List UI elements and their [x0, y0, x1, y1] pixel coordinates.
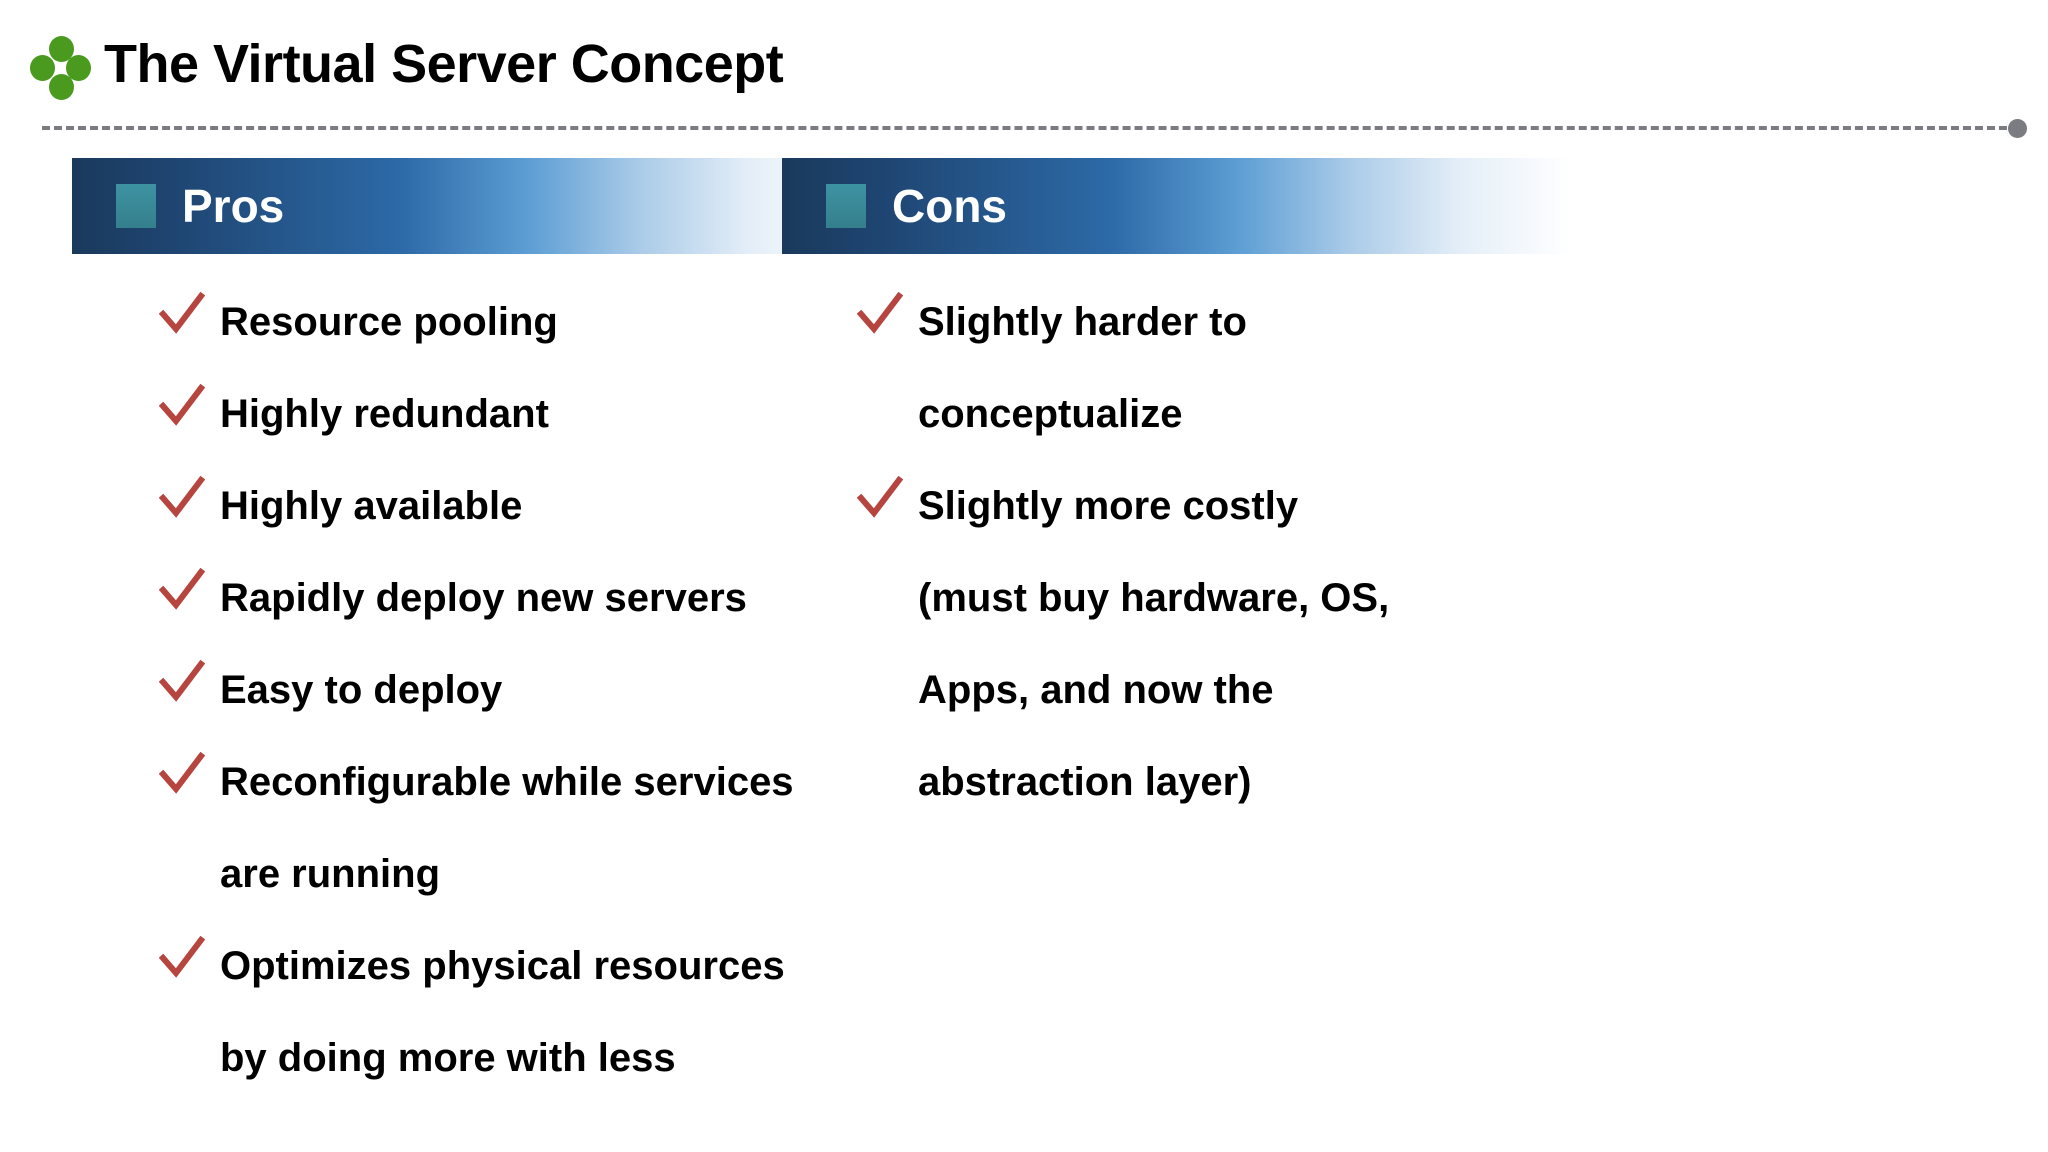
rule-end-dot-icon — [2008, 119, 2027, 138]
four-dot-clover-icon — [28, 33, 91, 100]
list-item: Highly redundant — [72, 368, 1012, 460]
bullet-list-cons: Slightly harder to conceptualize Slightl… — [782, 276, 1722, 828]
divider — [0, 118, 2048, 138]
slide-title-row: The Virtual Server Concept — [0, 22, 2048, 106]
red-checkmark-icon — [156, 476, 208, 520]
dashed-rule-icon — [42, 126, 2019, 130]
bullet-list-pros: Resource pooling Highly redundant Highly… — [72, 276, 1012, 1104]
list-item-continuation: are running — [72, 828, 1012, 920]
columns-container: Pros Resource pooling Highly redundant — [0, 158, 2048, 1148]
spacer-icon — [854, 568, 906, 612]
red-checkmark-icon — [156, 384, 208, 428]
column-header-label: Cons — [892, 180, 1007, 232]
spacer-icon — [156, 844, 208, 888]
list-item: Highly available — [72, 460, 1012, 552]
column-header-label: Pros — [182, 180, 285, 232]
list-item-text: are running — [220, 852, 441, 896]
column-cons: Cons Slightly harder to conceptualize — [782, 158, 1722, 828]
red-checkmark-icon — [156, 936, 208, 980]
column-pros: Pros Resource pooling Highly redundant — [72, 158, 1012, 1104]
spacer-icon — [156, 1028, 208, 1072]
red-checkmark-icon — [156, 660, 208, 704]
list-item-continuation: by doing more with less — [72, 1012, 1012, 1104]
list-item-text: Resource pooling — [220, 300, 558, 344]
list-item: Easy to deploy — [72, 644, 1012, 736]
list-item-text: Rapidly deploy new servers — [220, 576, 747, 620]
spacer-icon — [854, 384, 906, 428]
list-item-text: Highly redundant — [220, 392, 549, 436]
list-item-text: Highly available — [220, 484, 523, 528]
red-checkmark-icon — [854, 292, 906, 336]
teal-square-icon — [826, 184, 866, 228]
spacer-icon — [854, 660, 906, 704]
list-item: Optimizes physical resources — [72, 920, 1012, 1012]
list-item-text: Reconfigurable while services — [220, 760, 794, 804]
column-header-pros: Pros — [72, 158, 860, 254]
teal-square-icon — [116, 184, 156, 228]
red-checkmark-icon — [156, 752, 208, 796]
list-item-text: Easy to deploy — [220, 668, 503, 712]
column-header-cons: Cons — [782, 158, 1570, 254]
red-checkmark-icon — [156, 568, 208, 612]
list-item: Slightly harder to — [782, 276, 1722, 368]
list-item-text: (must buy hardware, OS, — [918, 576, 1390, 620]
list-item: Resource pooling — [72, 276, 1012, 368]
list-item-text: abstraction layer) — [918, 760, 1252, 804]
list-item-text: by doing more with less — [220, 1036, 676, 1080]
list-item-continuation: Apps, and now the — [782, 644, 1722, 736]
list-item-continuation: conceptualize — [782, 368, 1722, 460]
page-title: The Virtual Server Concept — [104, 34, 784, 94]
red-checkmark-icon — [854, 476, 906, 520]
spacer-icon — [854, 752, 906, 796]
list-item-text: Optimizes physical resources — [220, 944, 785, 988]
list-item: Reconfigurable while services — [72, 736, 1012, 828]
list-item-text: conceptualize — [918, 392, 1183, 436]
list-item-text: Apps, and now the — [918, 668, 1274, 712]
list-item: Slightly more costly — [782, 460, 1722, 552]
list-item-text: Slightly harder to — [918, 300, 1247, 344]
red-checkmark-icon — [156, 292, 208, 336]
list-item: Rapidly deploy new servers — [72, 552, 1012, 644]
list-item-continuation: abstraction layer) — [782, 736, 1722, 828]
list-item-continuation: (must buy hardware, OS, — [782, 552, 1722, 644]
list-item-text: Slightly more costly — [918, 484, 1299, 528]
